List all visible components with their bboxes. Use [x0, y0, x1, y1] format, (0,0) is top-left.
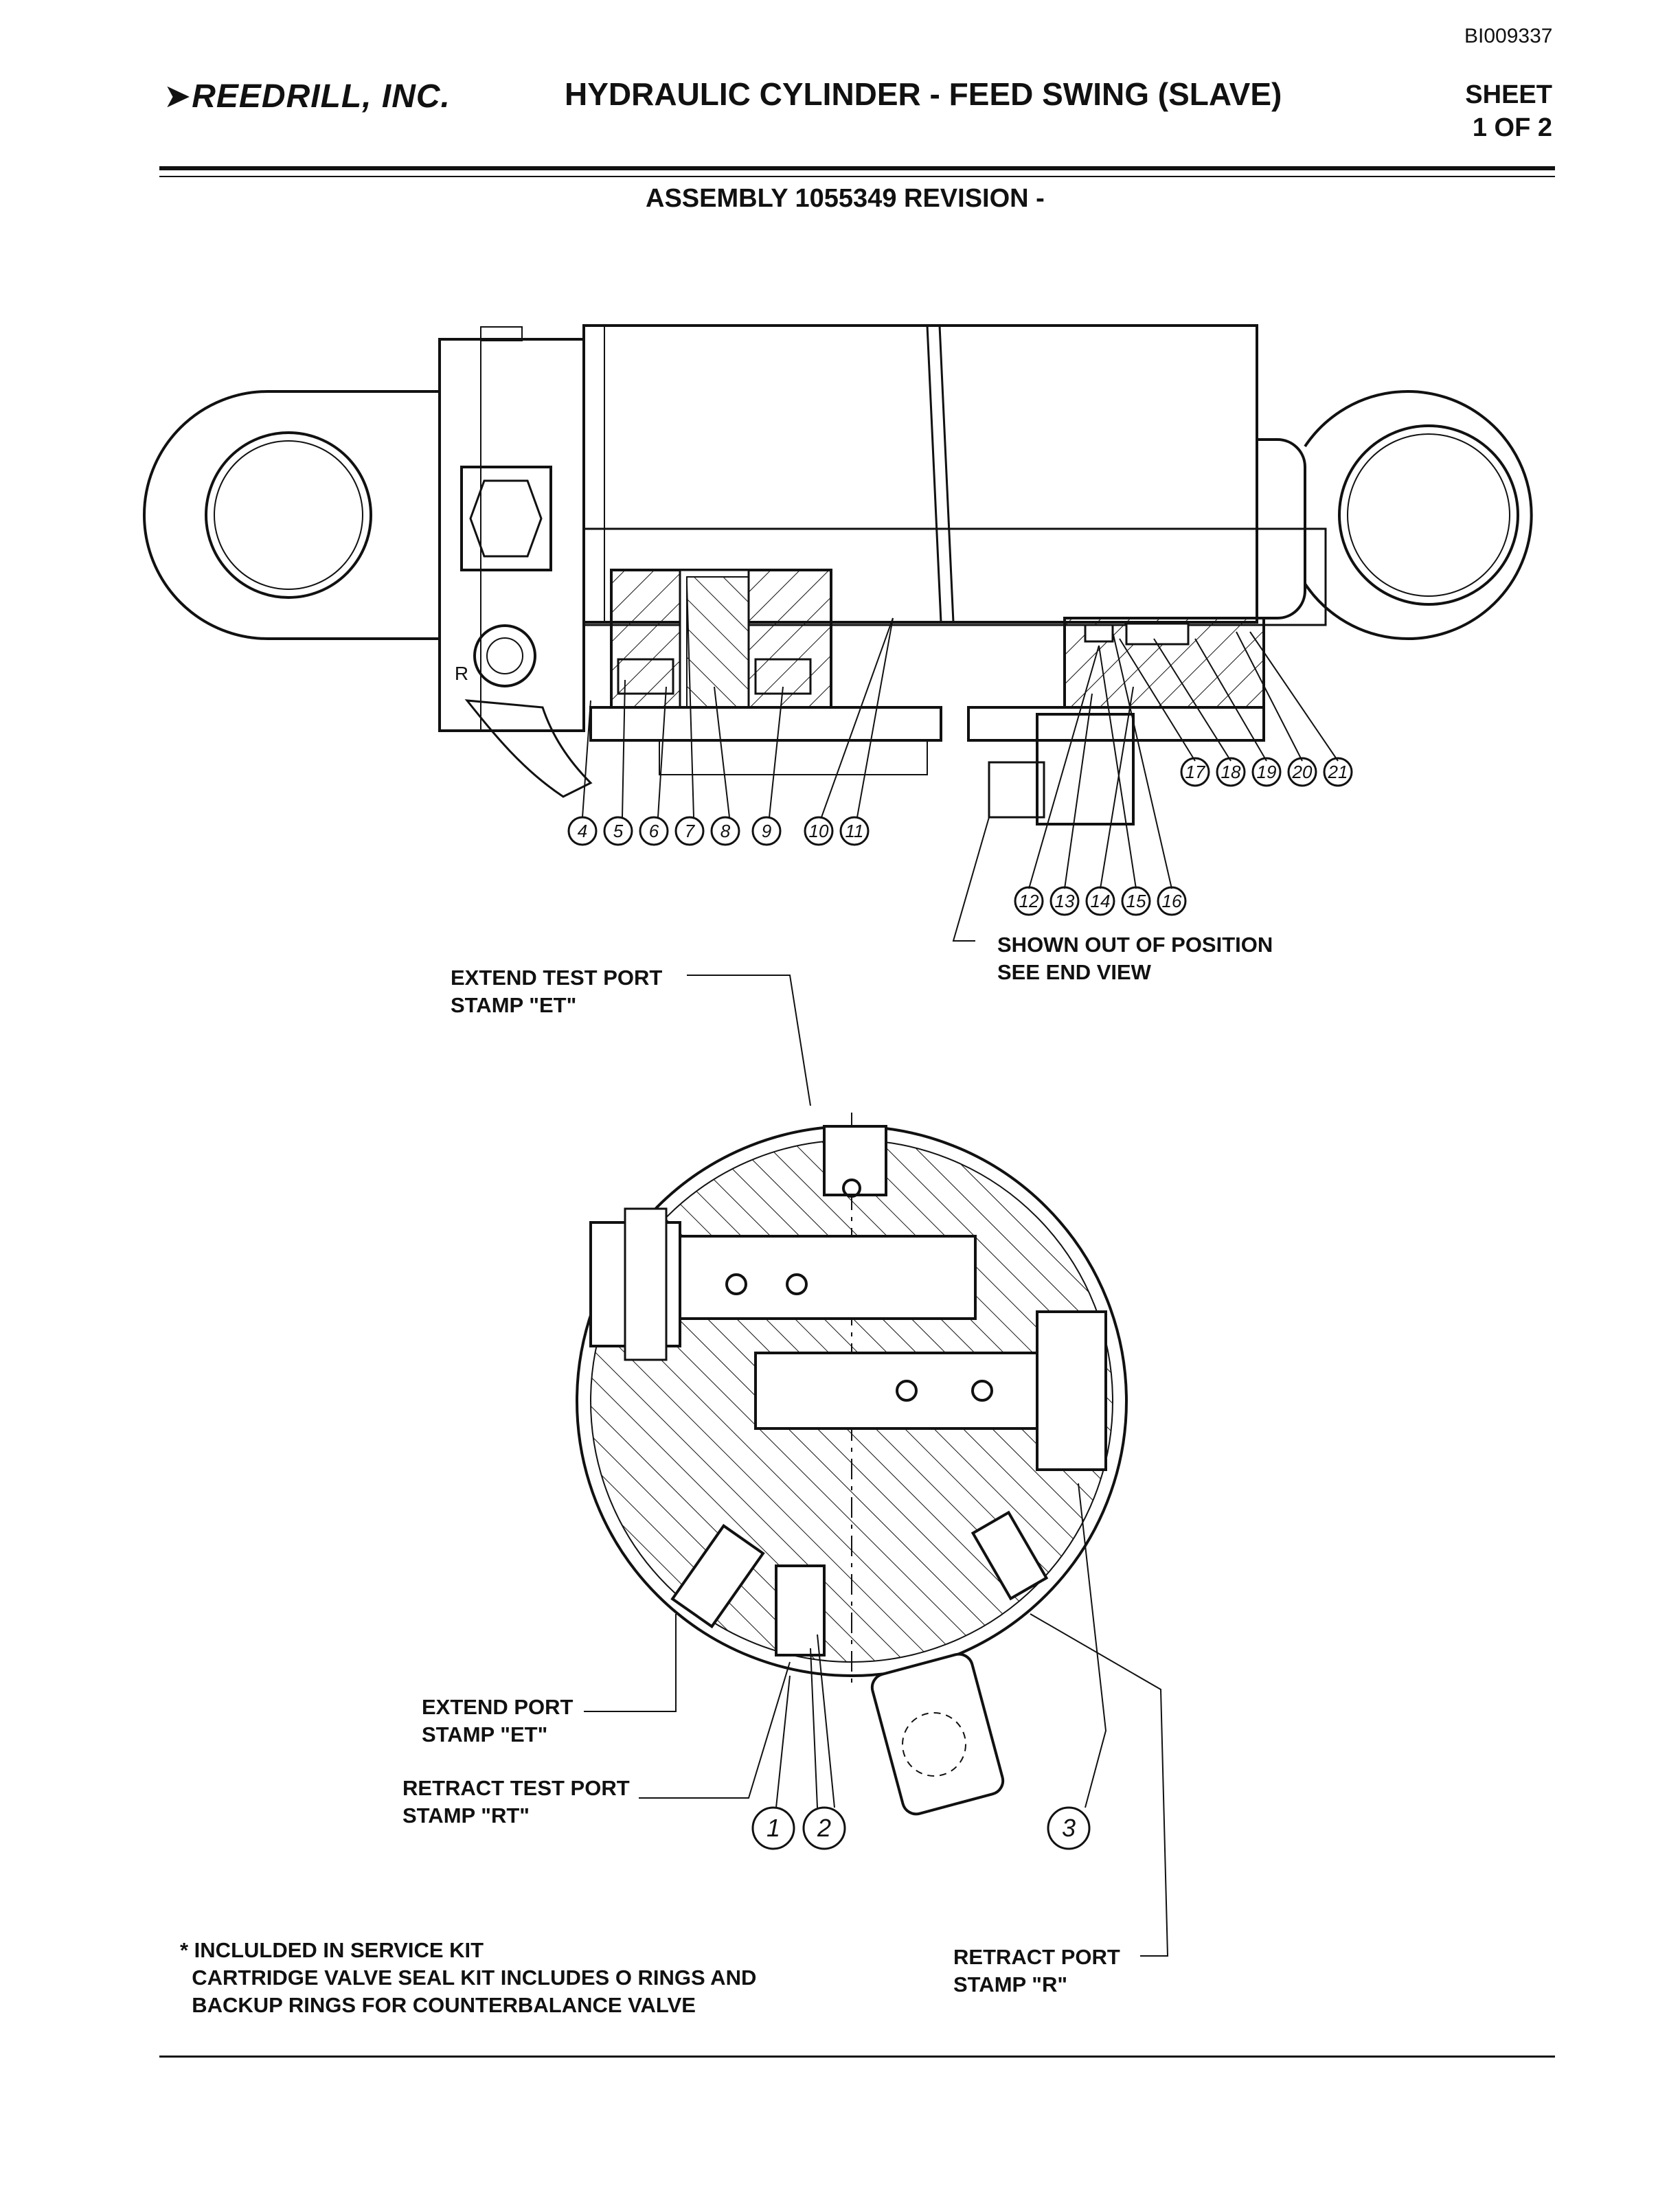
end-view — [576, 1113, 1128, 1816]
port-r-label: R — [455, 663, 468, 684]
balloon-20: 20 — [1292, 762, 1313, 782]
balloon-2: 2 — [817, 1814, 831, 1842]
note-line: * INCLULDED IN SERVICE KIT — [180, 1938, 484, 1962]
lower-cartridge-valve — [754, 1352, 1073, 1430]
retract-port-fitting — [870, 1652, 1005, 1816]
right-rod-eye — [1304, 390, 1533, 640]
header-rule-thin — [159, 176, 1555, 177]
balloon-21: 21 — [1328, 762, 1348, 782]
balloon-4: 4 — [578, 821, 587, 841]
counterbalance-valve — [1036, 713, 1135, 826]
balloon-13: 13 — [1055, 891, 1075, 911]
balloon-10: 10 — [809, 821, 829, 841]
balloon-12: 12 — [1019, 891, 1039, 911]
side-view — [143, 324, 1533, 826]
extend-test-port-label: EXTEND TEST PORT STAMP "ET" — [451, 966, 663, 1017]
balloon-16: 16 — [1162, 891, 1182, 911]
drawing-title: HYDRAULIC CYLINDER - FEED SWING (SLAVE) — [565, 76, 1282, 112]
balloon-numbers: 4 5 6 7 8 9 10 11 12 13 14 15 16 17 18 1… — [455, 663, 1348, 1842]
retract-test-port-label: RETRACT TEST PORT STAMP "RT" — [402, 1776, 630, 1828]
balloon-17: 17 — [1185, 762, 1206, 782]
upper-cartridge-valve — [672, 1235, 977, 1320]
balloon-19: 19 — [1257, 762, 1277, 782]
sheet-label: SHEET — [1465, 80, 1552, 109]
balloon-11: 11 — [845, 821, 864, 841]
end-view-leaders — [584, 975, 1169, 1957]
extend-test-port-fitting — [823, 1125, 887, 1196]
retract-port-label: RETRACT PORT STAMP "R" — [953, 1945, 1120, 1996]
balloon-9: 9 — [762, 821, 771, 841]
assembly-label: ASSEMBLY 1055349 REVISION - — [646, 184, 1045, 213]
port-r — [473, 624, 536, 687]
balloon-6: 6 — [649, 821, 659, 841]
extend-port-label: EXTEND PORT STAMP "ET" — [422, 1695, 574, 1746]
balloon-15: 15 — [1126, 891, 1146, 911]
balloon-7: 7 — [685, 821, 696, 841]
header-rule-thick — [159, 166, 1555, 170]
service-kit-notes: * INCLULDED IN SERVICE KIT CARTRIDGE VAL… — [180, 1937, 756, 2019]
shown-out-of-position-label: SHOWN OUT OF POSITION SEE END VIEW — [997, 933, 1273, 984]
sheet-number: 1 OF 2 — [1472, 113, 1552, 142]
balloon-14: 14 — [1091, 891, 1111, 911]
footer-rule — [159, 2056, 1555, 2058]
company-name: REEDRILL, INC. — [192, 78, 451, 115]
piston-rod — [589, 706, 942, 742]
note-line: CARTRIDGE VALVE SEAL KIT INCLUDES O RING… — [180, 1966, 757, 1990]
balloon-8: 8 — [720, 821, 731, 841]
side-view-leaders — [582, 583, 1339, 942]
sheet-info: SHEET 1 OF 2 — [1442, 78, 1552, 144]
company-logo: ➤REEDRILL, INC. — [163, 77, 451, 115]
balloon-3: 3 — [1062, 1814, 1076, 1842]
balloon-1: 1 — [767, 1814, 780, 1842]
left-rod-eye — [143, 390, 440, 640]
balloon-circles — [567, 757, 1353, 1850]
document-id: BI009337 — [1464, 25, 1553, 47]
logo-mark-icon: ➤ — [163, 78, 192, 115]
note-line: BACKUP RINGS FOR COUNTERBALANCE VALVE — [180, 1993, 696, 2017]
balloon-18: 18 — [1221, 762, 1241, 782]
balloon-5: 5 — [613, 821, 624, 841]
head-fitting — [460, 466, 552, 571]
